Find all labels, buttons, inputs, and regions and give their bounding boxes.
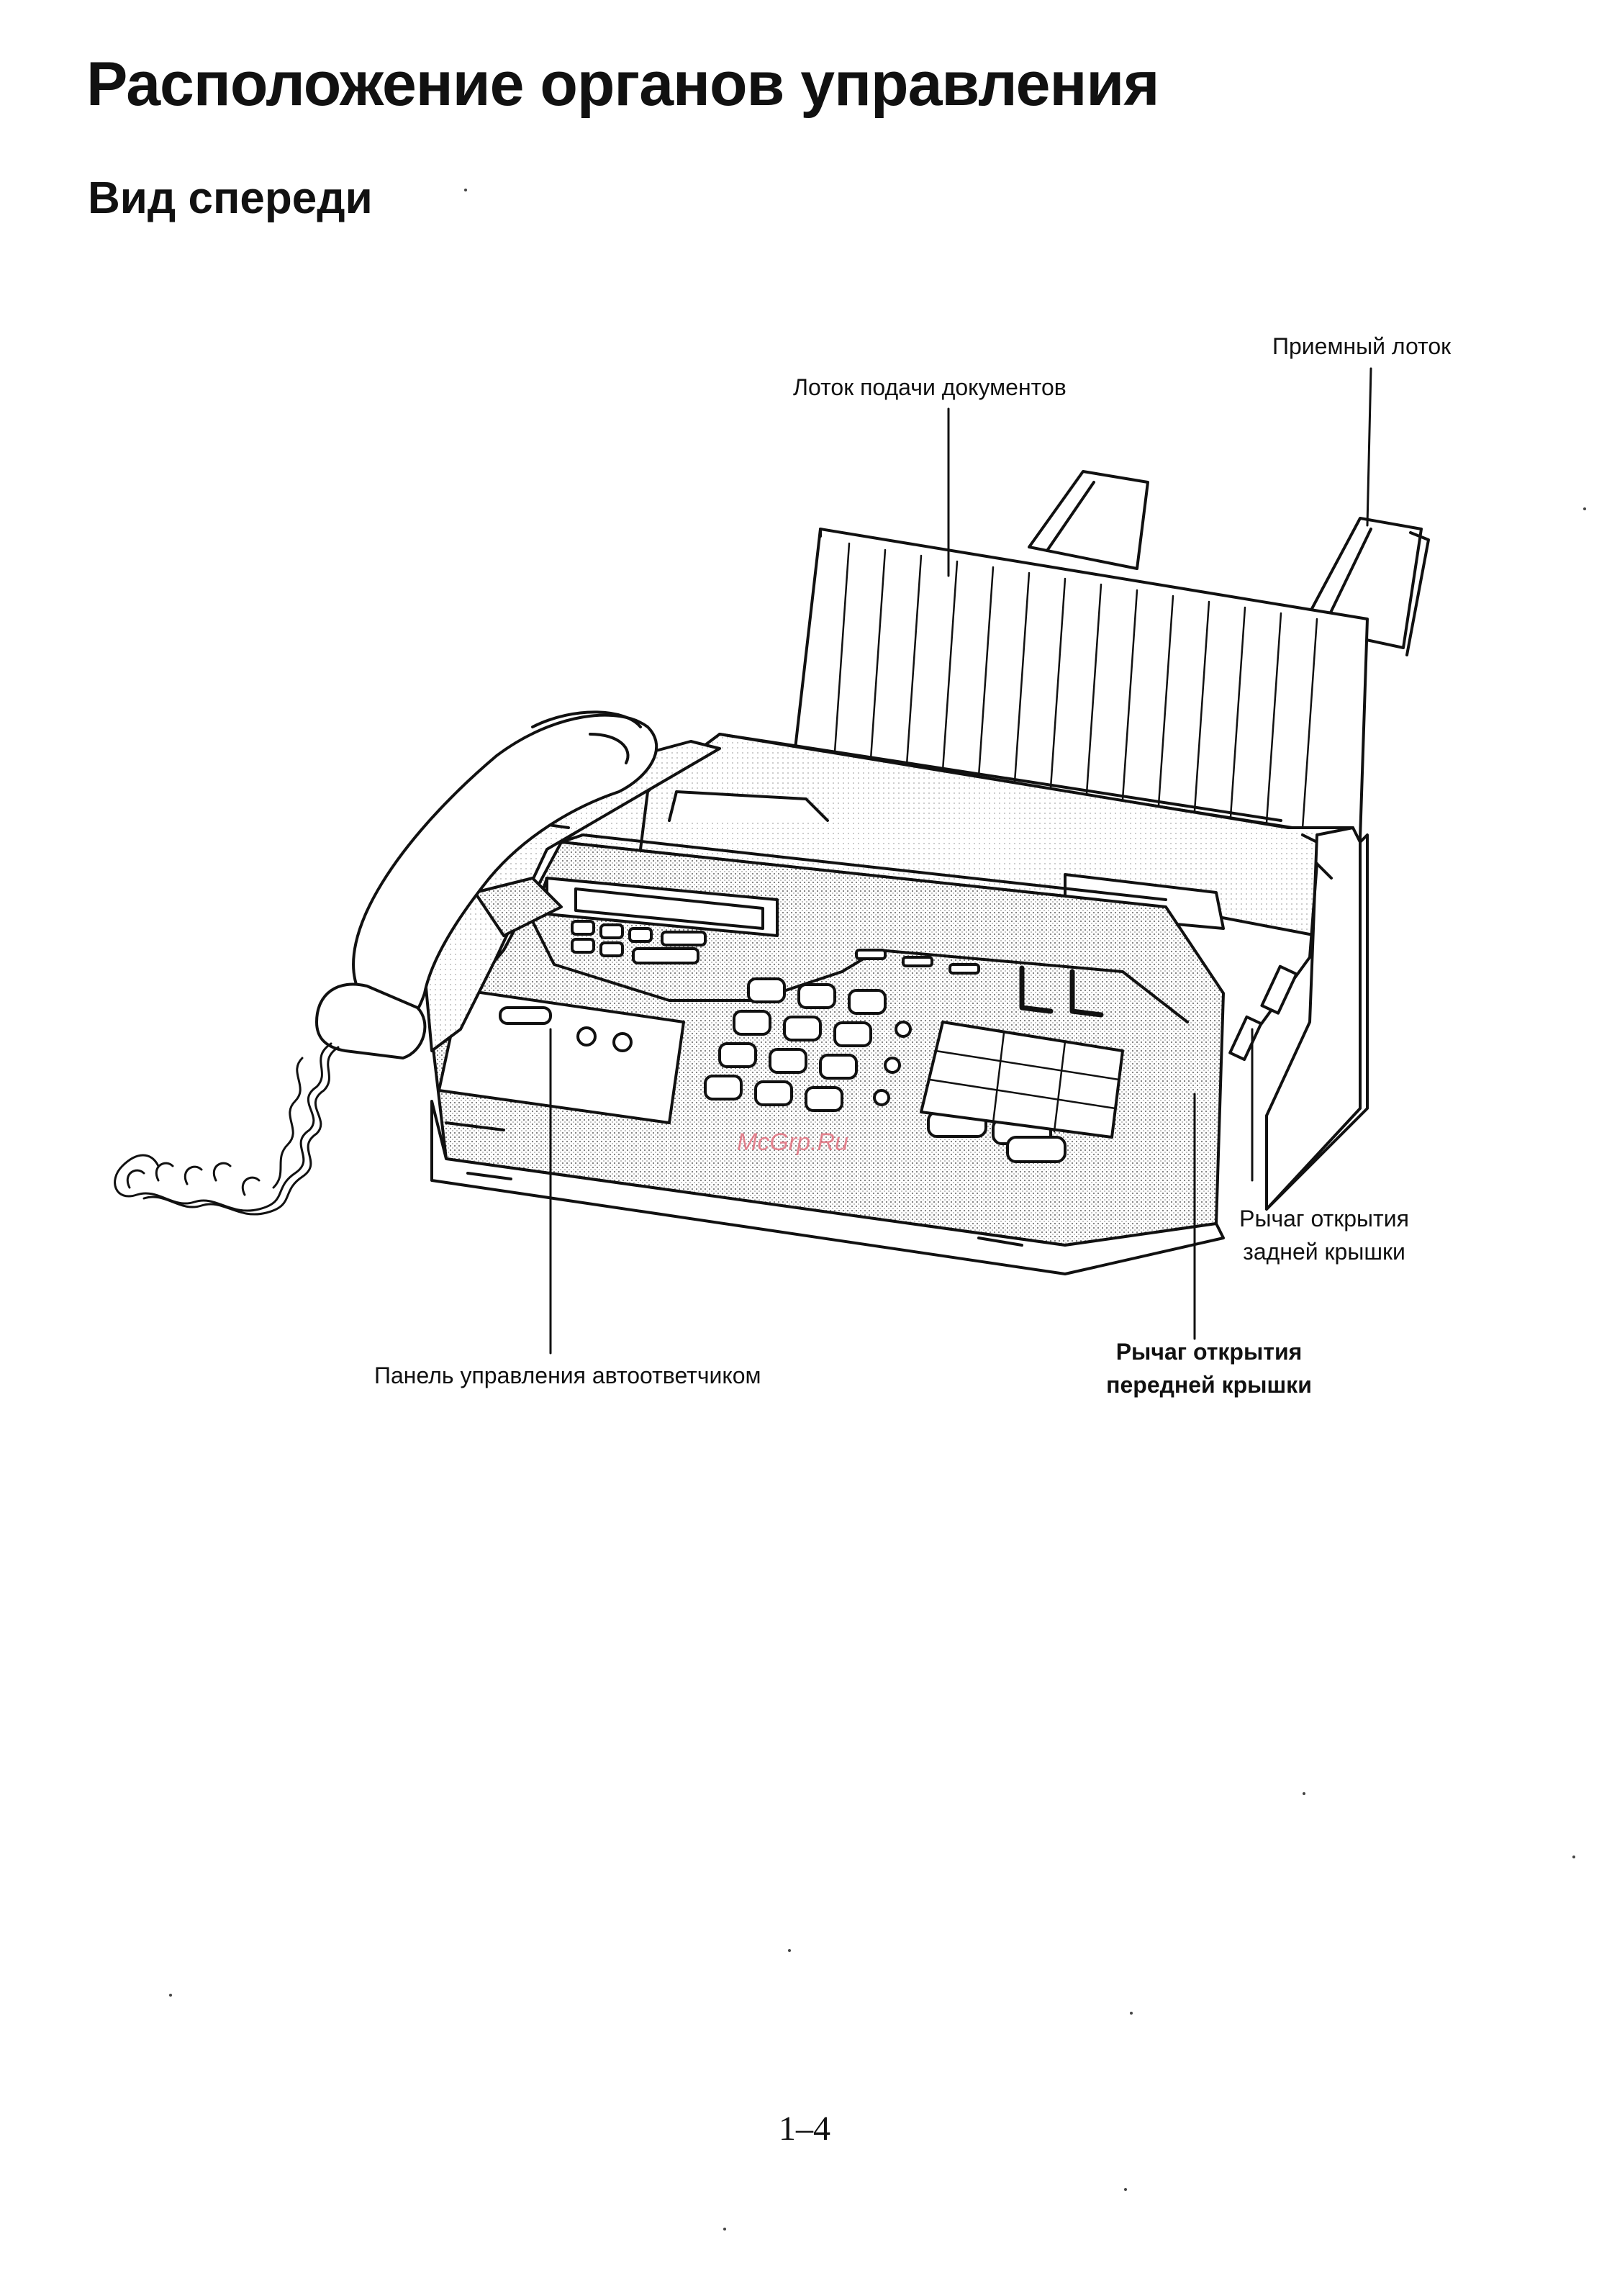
callout-output-tray: Приемный лоток: [1272, 330, 1451, 363]
callout-front-cover-lever-line2: передней крышки: [1087, 1368, 1331, 1401]
page-number: 1–4: [779, 2109, 830, 2148]
scan-speck: [169, 1994, 172, 1997]
callout-answering-machine-panel: Панель управления автоответчиком: [374, 1359, 761, 1392]
callout-document-feed-tray: Лоток подачи документов: [793, 371, 1067, 404]
scan-speck: [1124, 2188, 1127, 2191]
callout-front-cover-lever-line1: Рычаг открытия: [1087, 1335, 1331, 1368]
handset-coiled-cord: [115, 1044, 338, 1214]
callout-back-cover-lever: Рычаг открытия задней крышки: [1216, 1202, 1432, 1268]
scan-speck: [464, 189, 467, 191]
callout-back-cover-lever-line2: задней крышки: [1216, 1235, 1432, 1268]
scan-speck: [1303, 1792, 1305, 1795]
watermark-text: McGrp.Ru: [737, 1129, 848, 1157]
scan-speck: [723, 2228, 726, 2231]
scan-speck: [788, 1949, 791, 1952]
scan-speck: [1130, 2012, 1133, 2015]
scan-speck: [1572, 1856, 1575, 1858]
callout-back-cover-lever-line1: Рычаг открытия: [1216, 1202, 1432, 1235]
callout-front-cover-lever: Рычаг открытия передней крышки: [1087, 1335, 1331, 1401]
scan-speck: [1583, 507, 1586, 510]
